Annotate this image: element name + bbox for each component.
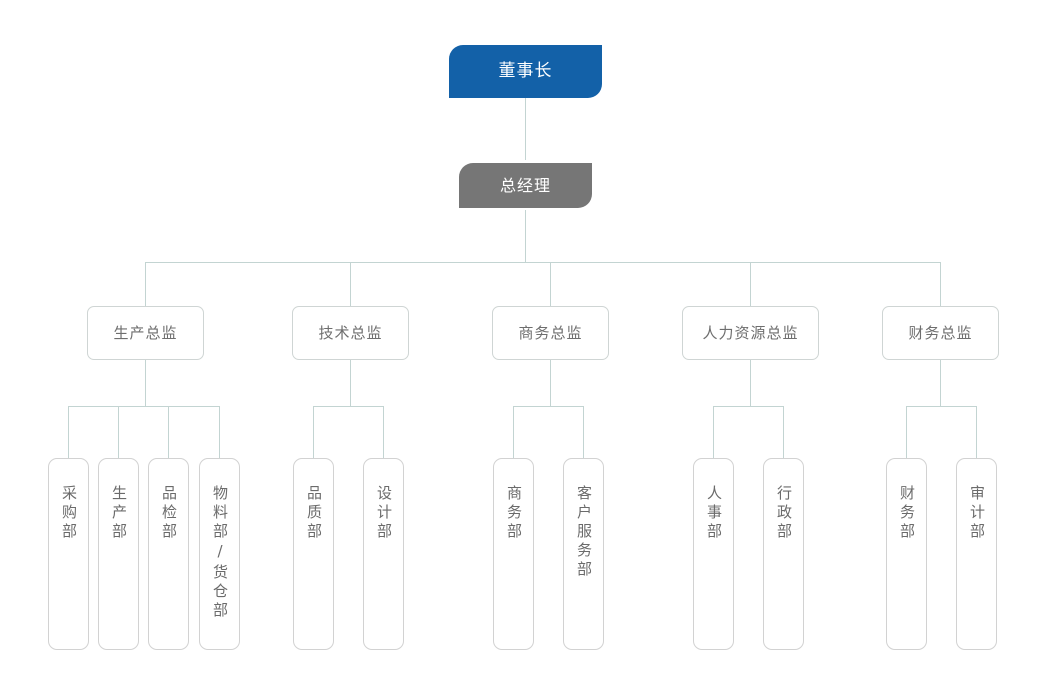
node-dept-customer-service[interactable]: 客户服务部 xyxy=(563,458,604,650)
node-dept-production[interactable]: 生产部 xyxy=(98,458,139,650)
connector-director-bus xyxy=(145,262,940,263)
connector-production-bus xyxy=(68,406,219,407)
connector-chairman-gm xyxy=(525,98,526,160)
node-dept-material-label: 物料部/货仓部 xyxy=(211,485,229,621)
connector-dir-business-down xyxy=(550,360,551,406)
node-dept-audit[interactable]: 审计部 xyxy=(956,458,997,650)
node-dept-qc-label: 品检部 xyxy=(160,485,178,542)
node-chairman-label: 董事长 xyxy=(498,60,553,81)
connector-technology-dept-1 xyxy=(313,406,314,458)
connector-hr-dept-1 xyxy=(713,406,714,458)
connector-bus-dir-finance xyxy=(940,262,941,306)
connector-bus-dir-hr xyxy=(750,262,751,306)
node-general-manager-label: 总经理 xyxy=(499,175,551,195)
node-dept-business-label: 商务部 xyxy=(505,485,523,542)
connector-bus-dir-technology xyxy=(350,262,351,306)
node-dir-finance[interactable]: 财务总监 xyxy=(882,306,999,360)
node-dept-customer-service-label: 客户服务部 xyxy=(575,485,593,580)
connector-production-dept-4 xyxy=(219,406,220,458)
connector-finance-bus xyxy=(906,406,976,407)
node-dept-qc[interactable]: 品检部 xyxy=(148,458,189,650)
node-dept-business[interactable]: 商务部 xyxy=(493,458,534,650)
node-dept-admin[interactable]: 行政部 xyxy=(763,458,804,650)
node-dept-quality-label: 品质部 xyxy=(305,485,323,542)
node-dir-business-label: 商务总监 xyxy=(518,323,583,342)
connector-hr-bus xyxy=(713,406,783,407)
node-dept-quality[interactable]: 品质部 xyxy=(293,458,334,650)
node-general-manager[interactable]: 总经理 xyxy=(459,163,592,208)
connector-bus-dir-business xyxy=(550,262,551,306)
node-dept-design[interactable]: 设计部 xyxy=(363,458,404,650)
connector-technology-bus xyxy=(313,406,383,407)
connector-finance-dept-2 xyxy=(976,406,977,458)
node-dir-hr[interactable]: 人力资源总监 xyxy=(682,306,819,360)
connector-bus-dir-production xyxy=(145,262,146,306)
connector-technology-dept-2 xyxy=(383,406,384,458)
node-dept-design-label: 设计部 xyxy=(375,485,393,542)
node-dept-personnel[interactable]: 人事部 xyxy=(693,458,734,650)
node-dir-finance-label: 财务总监 xyxy=(908,323,973,342)
node-dept-finance-label: 财务部 xyxy=(898,485,916,542)
connector-production-dept-1 xyxy=(68,406,69,458)
connector-dir-production-down xyxy=(145,360,146,406)
connector-production-dept-2 xyxy=(118,406,119,458)
node-chairman[interactable]: 董事长 xyxy=(449,45,602,98)
node-dir-hr-label: 人力资源总监 xyxy=(702,323,799,342)
node-dir-technology[interactable]: 技术总监 xyxy=(292,306,409,360)
node-dir-business[interactable]: 商务总监 xyxy=(492,306,609,360)
connector-dir-technology-down xyxy=(350,360,351,406)
connector-dir-hr-down xyxy=(750,360,751,406)
node-dir-production-label: 生产总监 xyxy=(113,323,178,342)
node-dept-production-label: 生产部 xyxy=(110,485,128,542)
node-dept-admin-label: 行政部 xyxy=(775,485,793,542)
connector-hr-dept-2 xyxy=(783,406,784,458)
connector-finance-dept-1 xyxy=(906,406,907,458)
connector-dir-finance-down xyxy=(940,360,941,406)
connector-production-dept-3 xyxy=(168,406,169,458)
connector-gm-down xyxy=(525,210,526,262)
node-dept-purchasing[interactable]: 采购部 xyxy=(48,458,89,650)
node-dir-technology-label: 技术总监 xyxy=(318,323,383,342)
connector-business-bus xyxy=(513,406,583,407)
connector-business-dept-2 xyxy=(583,406,584,458)
node-dept-audit-label: 审计部 xyxy=(968,485,986,542)
node-dir-production[interactable]: 生产总监 xyxy=(87,306,204,360)
node-dept-material[interactable]: 物料部/货仓部 xyxy=(199,458,240,650)
node-dept-finance[interactable]: 财务部 xyxy=(886,458,927,650)
node-dept-purchasing-label: 采购部 xyxy=(60,485,78,542)
node-dept-personnel-label: 人事部 xyxy=(705,485,723,542)
connector-business-dept-1 xyxy=(513,406,514,458)
